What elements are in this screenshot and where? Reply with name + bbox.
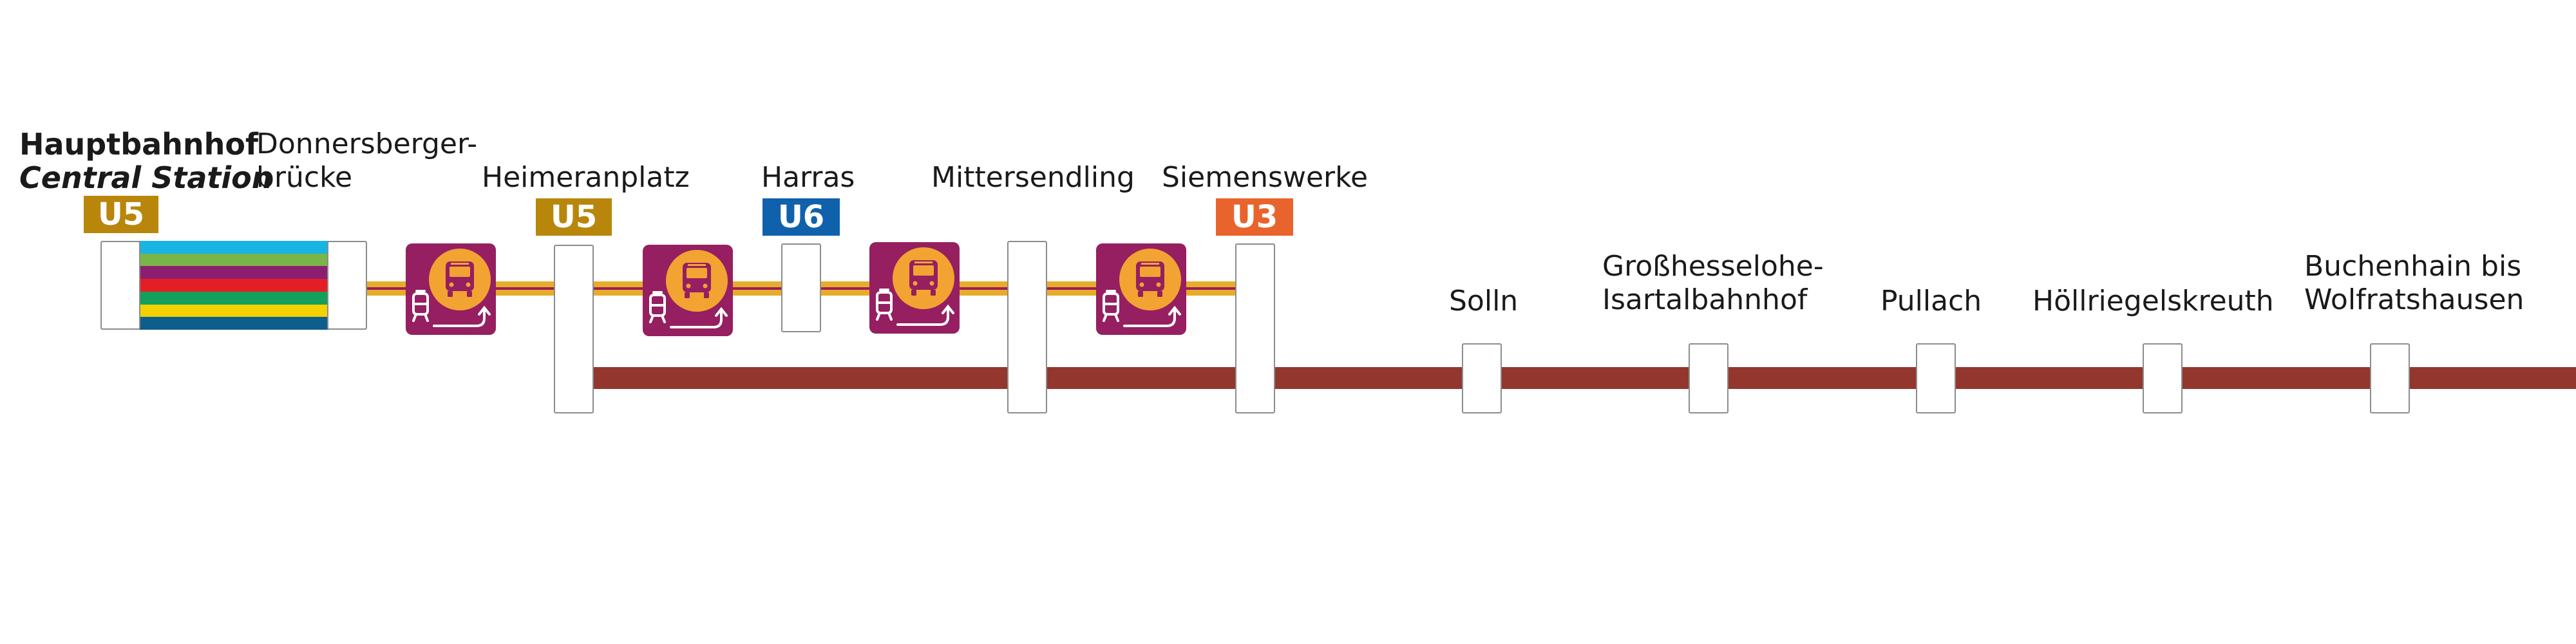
station-box-hauptbahnhof[interactable] xyxy=(100,241,140,330)
station-box-harras[interactable] xyxy=(781,243,821,332)
station-name: Großhesselohe- xyxy=(1602,250,1824,283)
line-badge-u3[interactable]: U3 xyxy=(1216,198,1293,236)
trunk-line-stripe xyxy=(139,241,330,254)
bus-replacement-icon[interactable] xyxy=(1096,243,1186,337)
bus-replacement-icon[interactable] xyxy=(869,242,960,336)
station-name: Wolfratshausen xyxy=(2304,283,2524,316)
station-name: Mittersendling xyxy=(931,161,1135,194)
station-name-english: Central Station xyxy=(19,160,273,195)
trunk-line-stripe xyxy=(139,266,330,279)
station-name: Siemenswerke xyxy=(1162,161,1368,194)
station-label-mittersendling: Mittersendling xyxy=(931,161,1135,194)
trunk-line-stripe xyxy=(139,279,330,292)
station-box-solln[interactable] xyxy=(1462,343,1502,413)
station-name: brücke xyxy=(256,161,353,194)
bus-replacement-icon[interactable] xyxy=(406,243,496,337)
station-label-pullach: Pullach xyxy=(1880,285,1982,318)
trunk-line-stripe xyxy=(139,253,330,267)
station-box-heimeranplatz[interactable] xyxy=(554,245,594,413)
station-name: Buchenhain bis xyxy=(2304,250,2522,283)
station-box-hoellriegelskreuth[interactable] xyxy=(2143,343,2183,413)
trunk-line-stripe xyxy=(139,304,330,317)
station-label-heimeranplatz: Heimeranplatz xyxy=(482,161,690,194)
station-box-grosshesselohe[interactable] xyxy=(1689,343,1728,413)
station-label-grosshesselohe: Großhesselohe- Isartalbahnhof xyxy=(1602,250,1824,317)
station-name: Solln xyxy=(1449,285,1519,317)
trunk-line-stripe xyxy=(139,317,330,330)
station-name: Pullach xyxy=(1880,285,1982,317)
station-name: Heimeranplatz xyxy=(482,161,690,194)
station-name: Harras xyxy=(761,161,855,194)
bus-replacement-icon[interactable] xyxy=(643,245,733,339)
station-label-donnersberger: Donnersberger- brücke xyxy=(256,128,477,194)
station-name: Höllriegelskreuth xyxy=(2032,285,2274,317)
station-label-hoellriegelskreuth: Höllriegelskreuth xyxy=(2032,285,2274,318)
station-label-buchenhain: Buchenhain bis Wolfratshausen xyxy=(2304,250,2524,317)
station-name: Hauptbahnhof xyxy=(19,127,259,162)
line-badge-u5[interactable]: U5 xyxy=(84,196,158,233)
station-label-harras: Harras xyxy=(761,161,855,194)
station-label-hauptbahnhof: Hauptbahnhof Central Station xyxy=(19,128,272,194)
trunk-line-stripe xyxy=(139,291,330,305)
station-box-donnersberger[interactable] xyxy=(327,241,367,330)
line-badge-u5[interactable]: U5 xyxy=(536,198,612,236)
station-box-mittersendling[interactable] xyxy=(1007,241,1047,413)
main-line xyxy=(580,367,2576,389)
station-box-buchenhain[interactable] xyxy=(2370,343,2410,413)
station-box-siemenswerke[interactable] xyxy=(1235,243,1275,413)
station-box-pullach[interactable] xyxy=(1916,343,1956,413)
line-badge-u6[interactable]: U6 xyxy=(762,198,840,236)
trunk-line-stripes xyxy=(139,241,330,330)
station-name: Isartalbahnhof xyxy=(1602,283,1808,316)
station-name: Donnersberger- xyxy=(256,128,478,160)
station-label-solln: Solln xyxy=(1449,285,1518,318)
station-label-siemenswerke: Siemenswerke xyxy=(1162,161,1368,194)
